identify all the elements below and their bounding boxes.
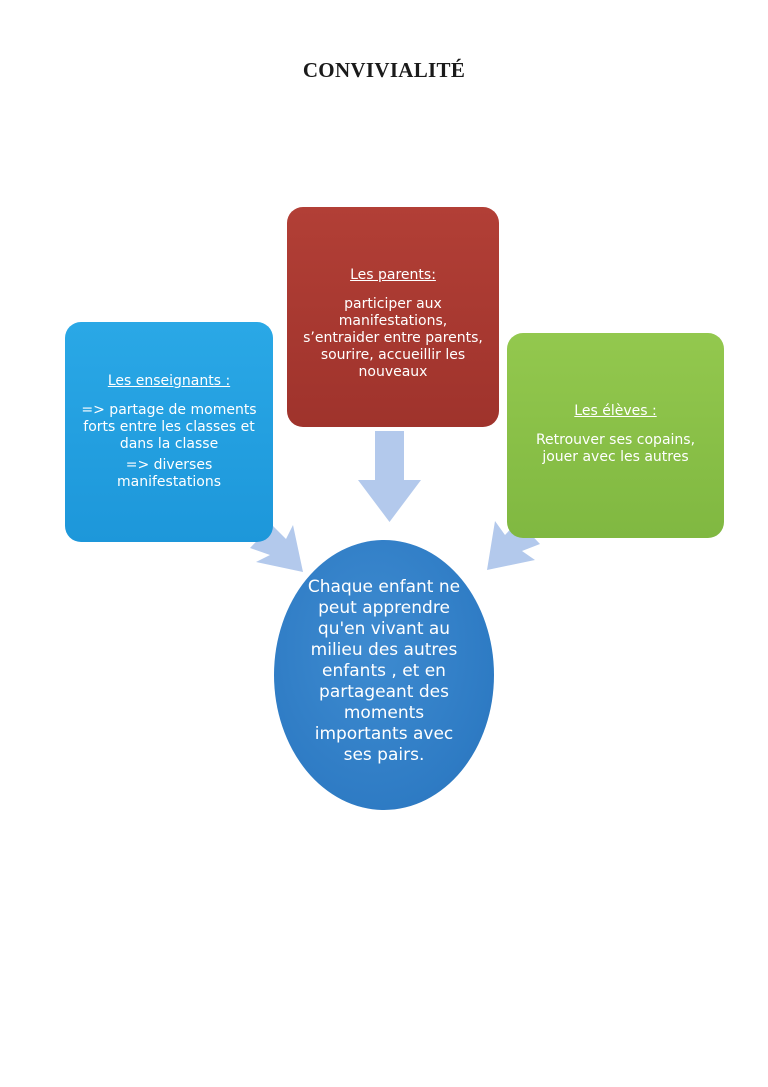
arrow-down-icon <box>358 431 421 522</box>
teachers-heading: Les enseignants : <box>107 373 231 389</box>
parents-box: Les parents: participer aux manifestatio… <box>287 207 499 427</box>
students-box: Les élèves : Retrouver ses copains, joue… <box>507 333 724 538</box>
students-body: Retrouver ses copains, jouer avec les au… <box>535 432 696 465</box>
teachers-box: Les enseignants : => partage de moments … <box>65 322 273 542</box>
page-title: CONVIVIALITÉ <box>302 58 466 82</box>
students-heading: Les élèves : <box>574 403 657 419</box>
teachers-line-2: => diverses manifestations <box>117 457 221 490</box>
center-text: Chaque enfant ne peut apprendre qu'en vi… <box>307 576 461 765</box>
teachers-line-1: => partage de moments forts entre les cl… <box>81 402 257 452</box>
parents-body: participer aux manifestations, s’entraid… <box>303 296 483 380</box>
center-circle: Chaque enfant ne peut apprendre qu'en vi… <box>274 540 494 810</box>
parents-heading: Les parents: <box>350 267 436 283</box>
